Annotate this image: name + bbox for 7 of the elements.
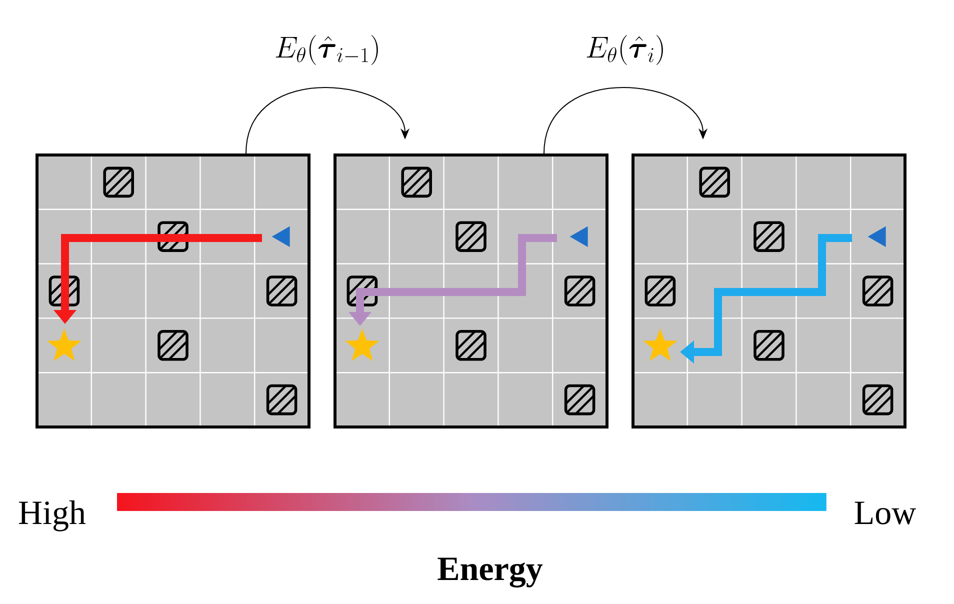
curved-arrow — [544, 86, 708, 154]
axis-label: High — [18, 500, 86, 532]
edge-label: $E_{\theta}(\hat{\boldsymbol{\tau}}_{\,i})$ — [586, 35, 663, 65]
edge-label: $E_{\theta}(\hat{\boldsymbol{\tau}}_{\,i-1})$ — [276, 35, 378, 65]
axis-label: Low — [854, 502, 916, 524]
curved-arrow — [246, 86, 410, 154]
axis-label: Energy — [438, 558, 543, 588]
